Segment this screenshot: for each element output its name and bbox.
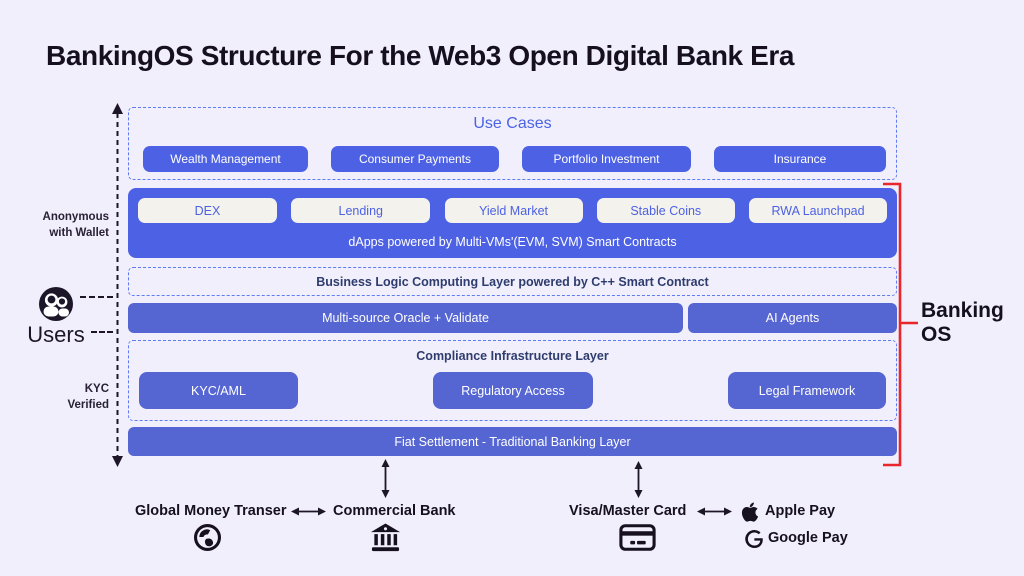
dapps-row: DEX Lending Yield Market Stable Coins RW… (138, 198, 887, 223)
swap-arrow-icon (697, 507, 732, 516)
google-icon (745, 530, 763, 548)
use-cases-row: Wealth Management Consumer Payments Port… (143, 146, 886, 172)
compliance-title: Compliance Infrastructure Layer (416, 349, 609, 363)
users-connector-top (80, 296, 113, 298)
dapp-rwa-launchpad: RWA Launchpad (749, 198, 887, 223)
dapp-dex: DEX (138, 198, 277, 223)
page-title: BankingOS Structure For the Web3 Open Di… (46, 40, 795, 71)
ai-agents-bar: AI Agents (688, 303, 897, 333)
compliance-kyc-aml: KYC/AML (139, 372, 298, 409)
business-logic-layer: Business Logic Computing Layer powered b… (128, 267, 897, 296)
bank-icon (370, 523, 401, 552)
anonymous-with-wallet-label: Anonymous with Wallet (42, 211, 109, 239)
double-arrow-icon (381, 459, 390, 498)
apple-icon (741, 502, 759, 522)
use-case-wealth-management: Wealth Management (143, 146, 308, 172)
users-label: Users (27, 322, 85, 347)
credit-card-icon (619, 524, 656, 551)
dapps-caption: dApps powered by Multi-VMs'(EVM, SVM) Sm… (348, 235, 677, 249)
google-pay-label: Google Pay (768, 530, 848, 546)
dapp-stable-coins: Stable Coins (596, 198, 735, 223)
user-flow-dashed-arrow (112, 103, 123, 467)
use-case-portfolio-investment: Portfolio Investment (522, 146, 691, 172)
business-logic-label: Business Logic Computing Layer powered b… (316, 274, 709, 289)
global-money-transfer-label: Global Money Transer (135, 503, 287, 519)
dapp-yield-market: Yield Market (444, 198, 583, 223)
users-icon (39, 287, 73, 321)
dapps-layer: DEX Lending Yield Market Stable Coins RW… (128, 188, 897, 258)
kyc-verified-label: KYC Verified (67, 383, 109, 411)
use-cases-layer: Use Cases Wealth Management Consumer Pay… (128, 107, 897, 180)
swap-arrow-icon (291, 507, 326, 516)
visa-master-card-label: Visa/Master Card (569, 503, 687, 519)
double-arrow-icon (634, 461, 643, 498)
users-connector-bottom (91, 331, 113, 333)
compliance-legal-framework: Legal Framework (728, 372, 886, 409)
commercial-bank-label: Commercial Bank (333, 503, 456, 519)
globe-icon (193, 523, 222, 552)
oracle-bar: Multi-source Oracle + Validate (128, 303, 683, 333)
use-case-consumer-payments: Consumer Payments (331, 146, 499, 172)
banking-os-bracket (883, 182, 918, 467)
fiat-settlement-layer: Fiat Settlement - Traditional Banking La… (128, 427, 897, 456)
banking-os-label: Banking OS (921, 299, 1004, 346)
use-case-insurance: Insurance (714, 146, 886, 172)
use-cases-title: Use Cases (473, 115, 552, 132)
dapp-lending: Lending (291, 198, 431, 223)
apple-pay-label: Apple Pay (765, 503, 836, 519)
compliance-regulatory-access: Regulatory Access (433, 372, 593, 409)
compliance-layer: Compliance Infrastructure Layer KYC/AML … (128, 340, 897, 421)
